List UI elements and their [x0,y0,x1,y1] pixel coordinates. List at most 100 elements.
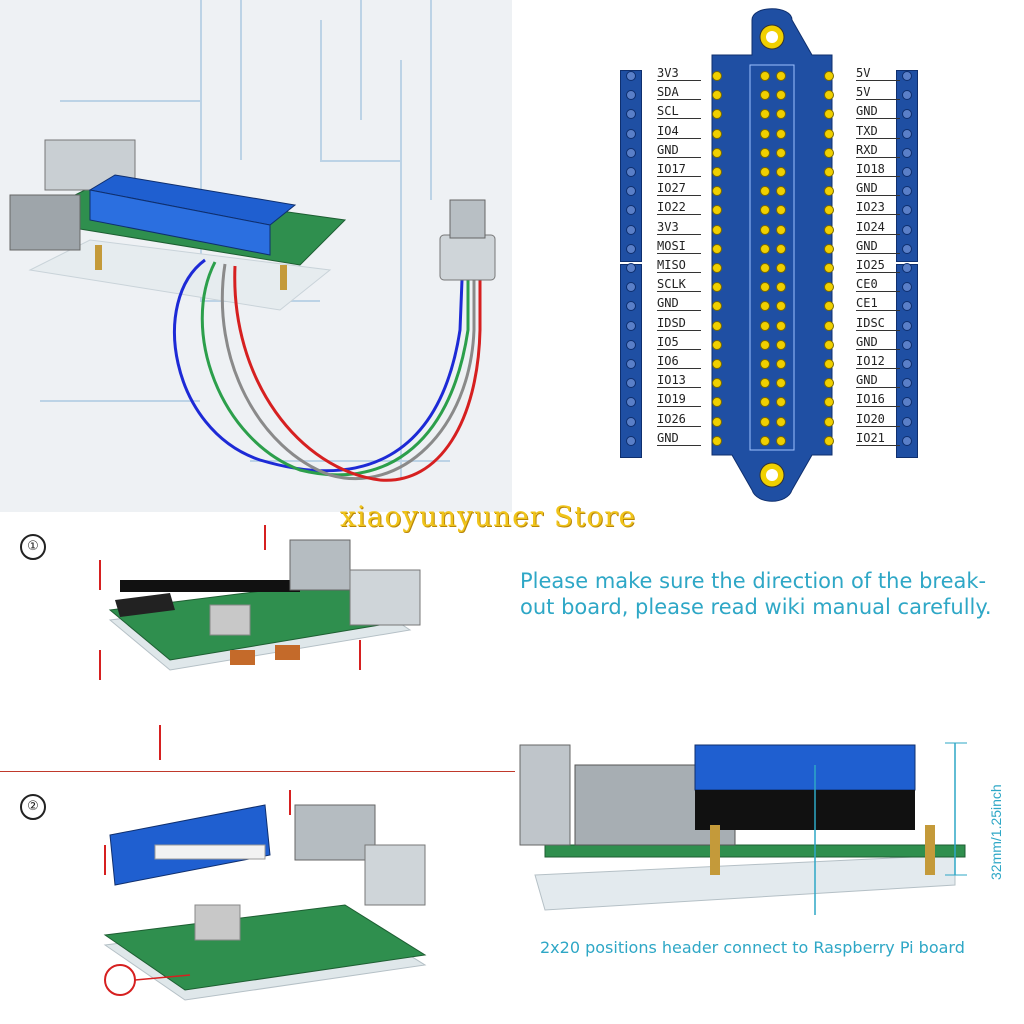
header-pin [824,128,834,139]
header-pin [824,339,834,350]
right-pin-label: CE0 [856,277,900,295]
header-pin [760,90,770,101]
terminal-screw [626,378,636,389]
terminal-screw [902,263,912,273]
header-pin [824,263,834,273]
terminal-screw [626,339,636,350]
height-dimension-label: 32mm/1.25inch [988,784,1004,880]
left-pin-label: GND [657,296,701,314]
header-pin [760,128,770,139]
header-pin [712,205,722,216]
terminal-screw [626,71,636,81]
left-pin-label: MOSI [657,239,701,257]
header-pin [776,109,786,120]
header-pin [760,186,770,197]
header-pin [776,397,786,408]
header-pin [760,359,770,369]
header-pin [776,205,786,216]
left-pin-label: IO5 [657,335,701,353]
terminal-screw [626,282,636,293]
step-1-assembly-photo [99,525,421,760]
right-pin-label: CE1 [856,296,900,314]
terminal-screw [626,359,636,369]
header-pin [824,147,834,158]
assembly-note: Please make sure the direction of the br… [520,569,992,619]
header-pin [776,339,786,350]
left-pin-label: SCLK [657,277,701,295]
header-pin [760,71,770,81]
header-pin [712,186,722,197]
terminal-screw [902,435,912,446]
pi-breakout-photo [9,139,496,482]
terminal-screw [626,167,636,177]
header-pin [824,90,834,101]
terminal-screw [626,320,636,331]
step-2-assembly-photo [103,790,427,1001]
right-pin-label: IO25 [856,258,900,276]
right-pin-label: GND [856,335,900,353]
header-pin [712,71,722,81]
header-pin [760,147,770,158]
header-pin [712,224,722,235]
terminal-screw [626,243,636,254]
header-pin [824,416,834,427]
header-pin [824,167,834,177]
header-pin [760,378,770,389]
header-pin [824,224,834,235]
header-pin [712,435,722,446]
header-pin [712,109,722,120]
terminal-screw [626,147,636,158]
header-pin [712,147,722,158]
right-pin-label: IO21 [856,431,900,449]
right-pin-label: IO23 [856,200,900,218]
terminal-screw [902,224,912,235]
left-pin-label: IO26 [657,412,701,430]
header-pin [776,320,786,331]
header-pin [712,263,722,273]
step-divider [0,771,515,772]
left-pin-label: 3V3 [657,66,701,84]
right-pin-label: 5V [856,66,900,84]
header-pin [776,167,786,177]
terminal-screw [902,416,912,427]
left-pin-label: GND [657,431,701,449]
terminal-screw [626,435,636,446]
header-pin [776,243,786,254]
right-pin-label: IO18 [856,162,900,180]
left-pin-label: IO17 [657,162,701,180]
left-pin-label: IDSD [657,316,701,334]
header-pin [760,167,770,177]
right-pin-label: IO24 [856,220,900,238]
terminal-screw [902,167,912,177]
right-pin-label: RXD [856,143,900,161]
header-pin [760,263,770,273]
step-1-badge: ① [20,534,46,560]
left-pin-label: SDA [657,85,701,103]
header-caption: 2x20 positions header connect to Raspber… [540,938,965,957]
terminal-screw [626,397,636,408]
header-pin [712,282,722,293]
header-pin [712,243,722,254]
header-pin [712,416,722,427]
terminal-screw [902,301,912,312]
left-pin-label: IO22 [657,200,701,218]
terminal-screw [902,359,912,369]
header-pin [760,243,770,254]
terminal-screw [902,128,912,139]
header-pin [824,397,834,408]
header-pin [824,378,834,389]
terminal-screw [626,109,636,120]
left-pin-label: IO4 [657,124,701,142]
side-view-photo [519,742,967,915]
terminal-screw [902,339,912,350]
header-pin [776,435,786,446]
left-pin-label: SCL [657,104,701,122]
terminal-screw [626,128,636,139]
left-terminal-block-upper [620,70,642,262]
step-2-badge: ② [20,794,46,820]
height-dimension: 32mm/1.25inch [988,740,1008,880]
terminal-screw [902,147,912,158]
header-pin [776,128,786,139]
terminal-screw [902,282,912,293]
